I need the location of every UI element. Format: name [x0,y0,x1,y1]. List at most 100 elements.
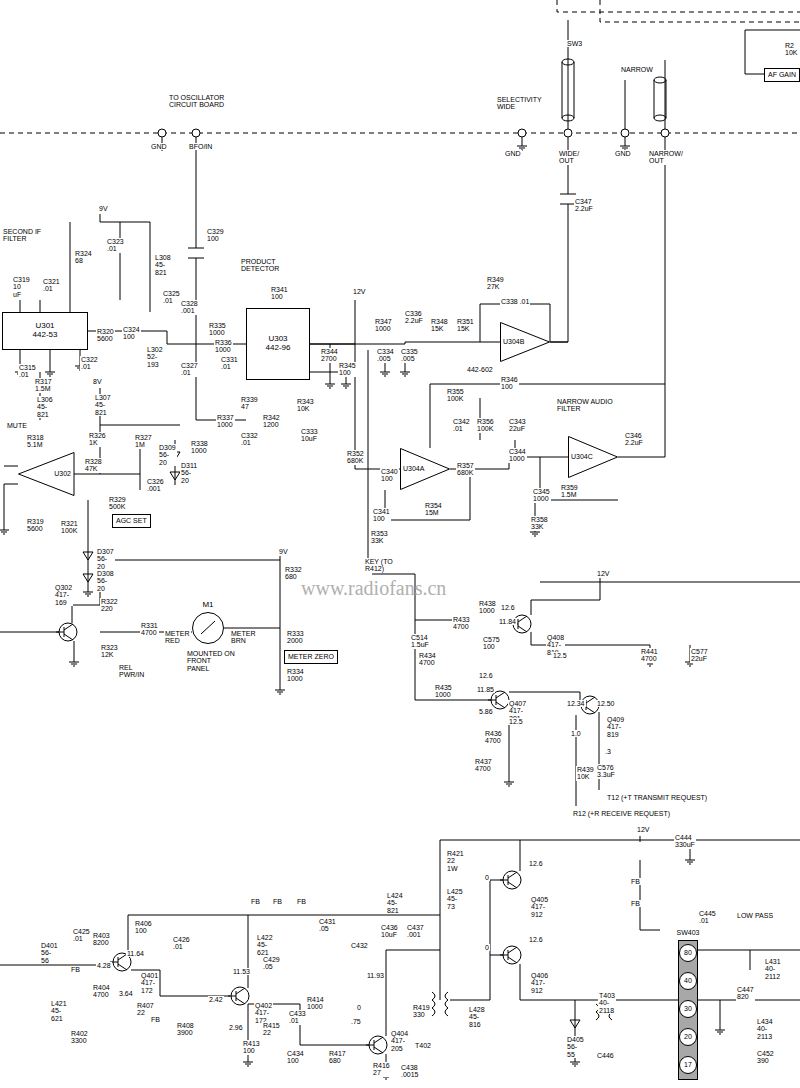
transistor-symbol [500,946,521,964]
signal-name: WIDE/ OUT [558,150,580,165]
watermark: www.radiofans.cn [300,578,447,599]
ground-symbol [530,532,540,536]
jack [621,129,629,137]
voltage-reading: 11.85 [476,686,495,693]
wire [83,500,93,592]
voltage-reading: 12.50 [596,700,616,707]
component-label: C319 10 uF [12,276,31,298]
voltage-reading: 4.28 [96,962,112,969]
ic-box: U303442-96 [246,308,310,380]
component-label: C577 22uF [690,648,709,663]
component-label: C328 .001 [180,300,199,315]
component-label: R357 680K [456,462,475,477]
component-label: R414 1000 [306,996,325,1011]
voltage-reading: 12.6 [528,860,544,867]
signal-name: NARROW/ OUT [648,150,684,165]
component-label: R343 10K [296,398,315,413]
component-label: C332 .01 [240,432,259,447]
component-label: Q405 417-912 [530,896,549,918]
jack [661,129,669,137]
component-label: C432 [350,942,369,949]
component-label: R434 4700 [418,652,437,667]
component-label: C431 .05 [318,918,337,933]
component-label: L425 45-73 [446,888,464,910]
component-label: R334 1000 [286,668,305,683]
wire [0,20,800,1075]
wire [0,915,369,1062]
component-label: L434 40-2113 [756,1018,774,1040]
component-label: Q404 417-205 [390,1030,409,1052]
component-label: C445 .01 [698,910,717,925]
shielded-cable [654,77,666,83]
ground-symbol [243,1062,253,1066]
shield-line [0,0,800,133]
wire [310,300,405,384]
voltage-reading: 1.0 [570,730,582,737]
component-label: C438 .0015 [400,1064,420,1079]
jack [564,129,572,137]
ic-box: U301442-53 [2,312,88,350]
component-label: C576 3.3uF [596,764,616,779]
component-label: C345 1000 [532,488,551,503]
signal-name: 8V [92,378,103,385]
ground-symbol [570,1062,580,1066]
component-label: C329 100 [206,228,225,243]
note: NARROW AUDIO FILTER [556,398,618,413]
signal-name: GND [504,150,522,157]
signal-name: FB [150,1016,161,1023]
part-designator: 80 [684,949,692,957]
transistor-symbol [366,1036,387,1054]
component-label: R356 100K [476,418,495,433]
voltage-reading: 12.5 [508,718,524,725]
component-label: R349 27K [486,276,505,291]
jack [158,129,166,137]
control-box: AGC SET [112,514,151,528]
transistor-symbol [228,987,249,1005]
component-label: L421 45-621 [50,1000,68,1022]
circle-outline [680,1057,697,1074]
component-label: R353 33K [370,530,389,545]
component-label: D307 56-20 [96,548,115,570]
part-designator: AGC SET [116,517,147,525]
part-designator: 30 [684,1005,692,1013]
component-label: R317 1.5M [34,378,53,393]
component-label: R437 4700 [474,758,493,773]
transformer-coil [432,992,612,1020]
part-designator: U304A [403,465,424,473]
component-label: R323 12K [100,644,119,659]
part-designator: 40 [684,977,692,985]
part-designator: METER ZERO [288,653,334,661]
component-label: C429 .05 [262,956,281,971]
part-designator: 17 [684,1061,692,1069]
component-label: C322 .01 [80,356,99,371]
part-designator: AF GAIN [768,71,796,79]
shielded-cable [654,80,666,118]
signal-name: FB [250,898,261,905]
component-label: R348 15K [430,318,449,333]
signal-name: GND [150,143,168,150]
component-label: D311 56-20 [180,462,198,484]
component-label: R335 1000 [208,322,227,337]
ground-symbol [380,372,390,376]
switch-position: 20 [679,1028,697,1046]
component-label: R336 1000 [214,339,233,354]
signal-name: FB [630,878,641,885]
signal-name: 9V [278,548,289,555]
wire [368,350,618,572]
component-label: R436 4700 [484,730,503,745]
control-box: AF GAIN [764,68,800,82]
component-label: R439 10K [576,766,595,781]
note: NARROW [620,66,654,73]
component-label: R341 100 [270,286,289,301]
note: SECOND IF FILTER [2,228,49,243]
component-label: R333 2000 [286,630,305,645]
component-label: L308 45-821 [154,254,172,276]
signal-name: 12V [352,288,366,295]
jack [192,129,200,137]
meter-symbol-outline [192,612,224,644]
control-box: METER ZERO [284,650,338,664]
component-label: R359 1.5M [560,484,579,499]
component-label: L306 45-821 [36,396,54,418]
component-label: R347 1000 [374,318,393,333]
op-amp-triangle [19,453,75,496]
